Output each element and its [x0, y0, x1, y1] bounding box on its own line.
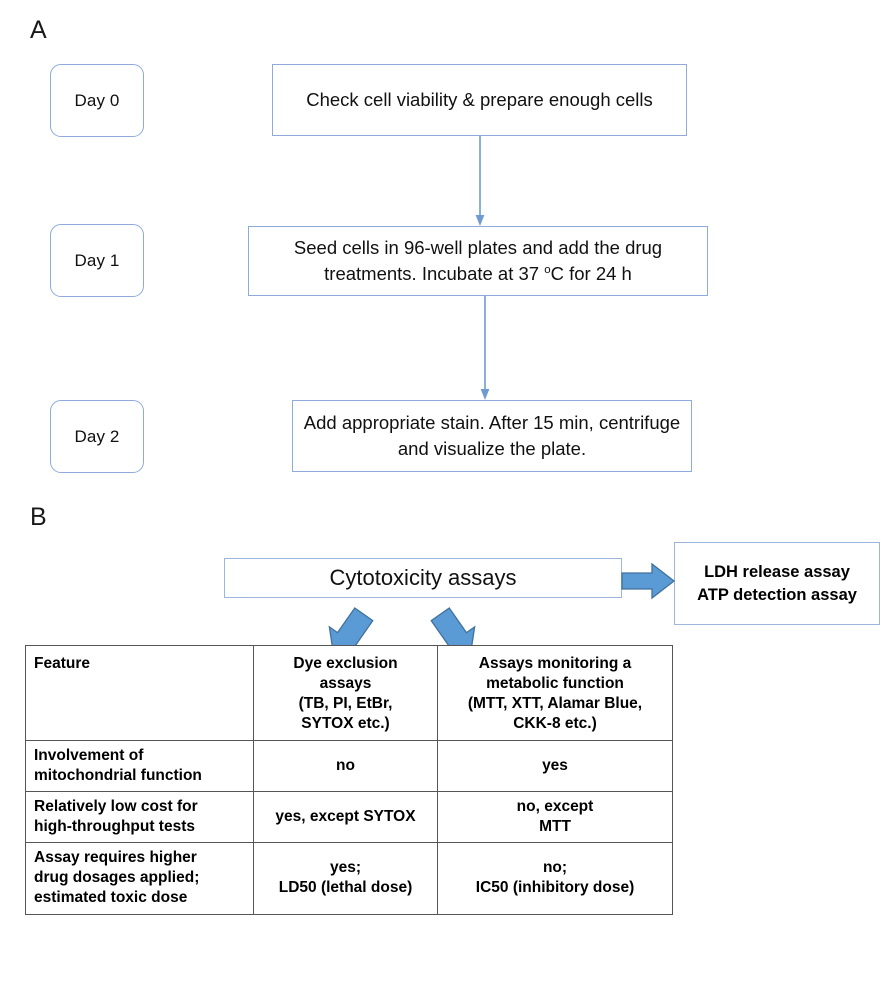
flow-arrow-day1-to-day2 [480, 296, 490, 400]
row2-metabolic-line-2: IC50 (inhibitory dose) [475, 879, 635, 897]
row0-feature-line-1: Involvement of [34, 746, 144, 764]
metabolic-header-line-2: metabolic function [486, 675, 624, 693]
ldh-atp-assay-box: LDH release assay ATP detection assay [674, 542, 880, 625]
table-cell-metabolic: no, except MTT [437, 790, 673, 844]
table-row: Relatively low cost for high-throughput … [25, 790, 673, 844]
table-cell-feature: Involvement of mitochondrial function [25, 739, 254, 792]
workflow-step-text-day-1: Seed cells in 96-well plates and add the… [259, 235, 697, 288]
degree-superscript: o [544, 263, 551, 276]
row2-feature-line-3: estimated toxic dose [34, 889, 188, 907]
workflow-step-text-day-2: Add appropriate stain. After 15 min, cen… [303, 411, 681, 459]
row2-dye-line-1: yes; [329, 859, 362, 877]
atp-detection-assay-label: ATP detection assay [697, 585, 857, 604]
row2-metabolic-line-1: no; [542, 859, 568, 877]
metabolic-header-line-1: Assays monitoring a [478, 655, 632, 672]
metabolic-header-line-4: CKK-8 etc.) [513, 715, 597, 733]
row1-feature-line-1: Relatively low cost for [34, 797, 198, 815]
table-header-feature: Feature [25, 645, 254, 741]
assay-comparison-table: Feature Dye exclusion assays (TB, PI, Et… [25, 645, 673, 915]
block-arrow-right-icon [621, 562, 676, 600]
ldh-release-assay-label: LDH release assay [704, 563, 850, 582]
panel-b-label: B [30, 503, 47, 531]
dye-header-line-3: (TB, PI, EtBr, [298, 695, 393, 713]
row0-metabolic-line-1: yes [542, 756, 568, 774]
table-cell-metabolic: yes [437, 739, 673, 792]
metabolic-header-line-3: (MTT, XTT, Alamar Blue, [467, 695, 643, 713]
row2-feature-line-2: drug dosages applied; [34, 869, 200, 887]
flow-arrow-day0-to-day1 [475, 136, 485, 226]
dye-header-line-2: assays [319, 675, 372, 693]
table-cell-metabolic: no; IC50 (inhibitory dose) [437, 842, 673, 915]
workflow-step-text-day-1-part2: C for 24 h [550, 263, 632, 284]
dye-header-line-1: Dye exclusion [293, 655, 398, 672]
row2-feature-line-1: Assay requires higher [34, 849, 197, 867]
panel-a-label: A [30, 16, 47, 44]
row1-metabolic-line-2: MTT [539, 817, 571, 835]
row2-dye-line-2: LD50 (lethal dose) [278, 879, 413, 897]
table-cell-dye: no [253, 739, 438, 792]
workflow-step-text-day-1-part1: Seed cells in 96-well plates and add the… [293, 236, 663, 284]
row0-feature-line-2: mitochondrial function [34, 766, 202, 784]
cytotoxicity-assays-box: Cytotoxicity assays [224, 558, 622, 598]
table-row: Involvement of mitochondrial function no… [25, 739, 673, 792]
dye-header-line-4: SYTOX etc.) [301, 715, 390, 733]
workflow-step-box-day-0: Check cell viability & prepare enough ce… [272, 64, 687, 136]
day-chip-day-0: Day 0 [50, 64, 144, 137]
row1-metabolic-line-1: no, except [516, 797, 594, 815]
row0-dye-line-1: no [336, 756, 355, 774]
table-header-metabolic: Assays monitoring a metabolic function (… [437, 645, 673, 741]
row1-feature-line-2: high-throughput tests [34, 817, 195, 835]
workflow-step-text-day-0: Check cell viability & prepare enough ce… [306, 88, 653, 110]
day-chip-day-1: Day 1 [50, 224, 144, 297]
row1-dye-line-1: yes, except SYTOX [275, 807, 416, 825]
workflow-step-box-day-1: Seed cells in 96-well plates and add the… [248, 226, 708, 296]
table-cell-dye: yes; LD50 (lethal dose) [253, 842, 438, 915]
cytotoxicity-assays-label: Cytotoxicity assays [329, 565, 517, 590]
table-cell-dye: yes, except SYTOX [253, 790, 438, 844]
table-header-row: Feature Dye exclusion assays (TB, PI, Et… [25, 645, 673, 741]
table-header-dye-exclusion: Dye exclusion assays (TB, PI, EtBr, SYTO… [253, 645, 438, 741]
workflow-step-box-day-2: Add appropriate stain. After 15 min, cen… [292, 400, 692, 472]
table-cell-feature: Relatively low cost for high-throughput … [25, 790, 254, 844]
day-chip-day-2: Day 2 [50, 400, 144, 473]
table-row: Assay requires higher drug dosages appli… [25, 842, 673, 915]
table-header-feature-label: Feature [34, 655, 90, 672]
table-cell-feature: Assay requires higher drug dosages appli… [25, 842, 254, 915]
